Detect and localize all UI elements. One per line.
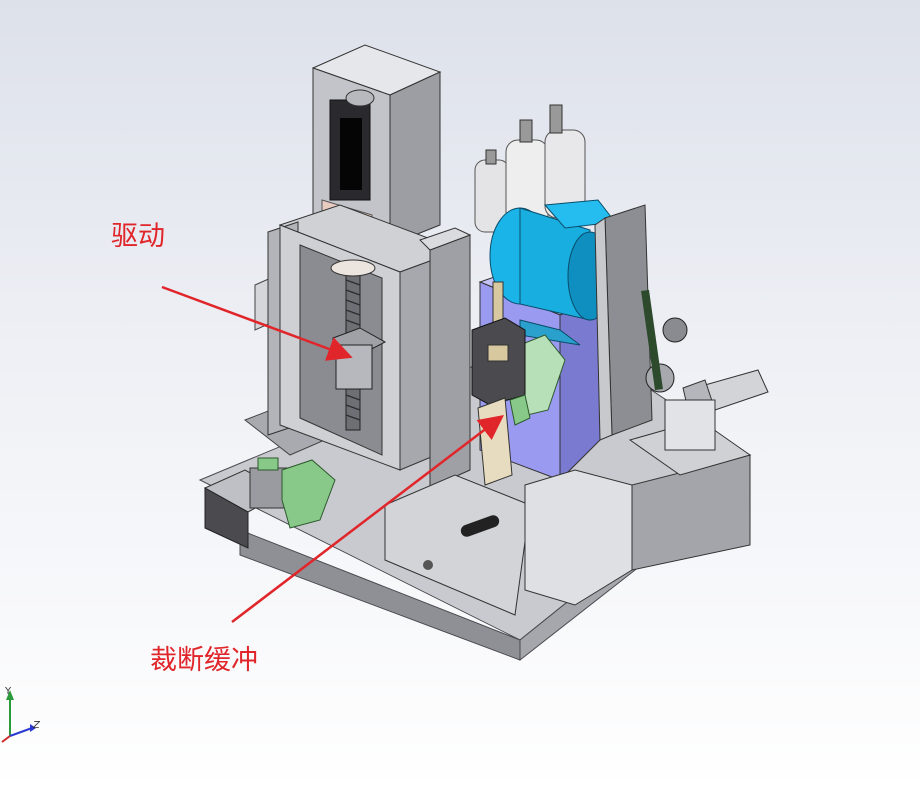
- column-window-inner: [340, 118, 362, 190]
- drive-annotation-label: 驱动: [111, 221, 165, 252]
- drive-arrow: [161, 285, 353, 361]
- cut-buffer-annotation-label: 裁断缓冲: [150, 645, 258, 676]
- left-clamp-block: [281, 459, 336, 529]
- column-top-bearing: [345, 89, 375, 107]
- gas-cylinders: [474, 104, 586, 233]
- right-column-face: [419, 227, 472, 251]
- cut-buffer-arrow: [231, 414, 504, 623]
- front-knob: [460, 515, 500, 537]
- coordinate-triad-icon: Y Z: [1, 686, 41, 743]
- front-bolt-hole: [423, 560, 433, 570]
- cutter-guide-block: [487, 344, 509, 362]
- front-tool-plate: [384, 474, 531, 616]
- triad-z-label: Z: [32, 720, 41, 731]
- triad-y-label: Y: [4, 686, 12, 697]
- left-rail-block: [257, 457, 279, 471]
- upper-pulley: [662, 317, 688, 343]
- belt-cover-edge: [594, 217, 613, 441]
- servo-motor-front: [204, 487, 249, 549]
- ball-screw-threads: [345, 279, 361, 421]
- buffer-green-tab: [509, 394, 531, 426]
- column-side: [389, 71, 441, 246]
- drive-belt: [641, 289, 663, 391]
- right-bracket: [664, 399, 716, 451]
- ball-screw-top-flange: [330, 259, 376, 277]
